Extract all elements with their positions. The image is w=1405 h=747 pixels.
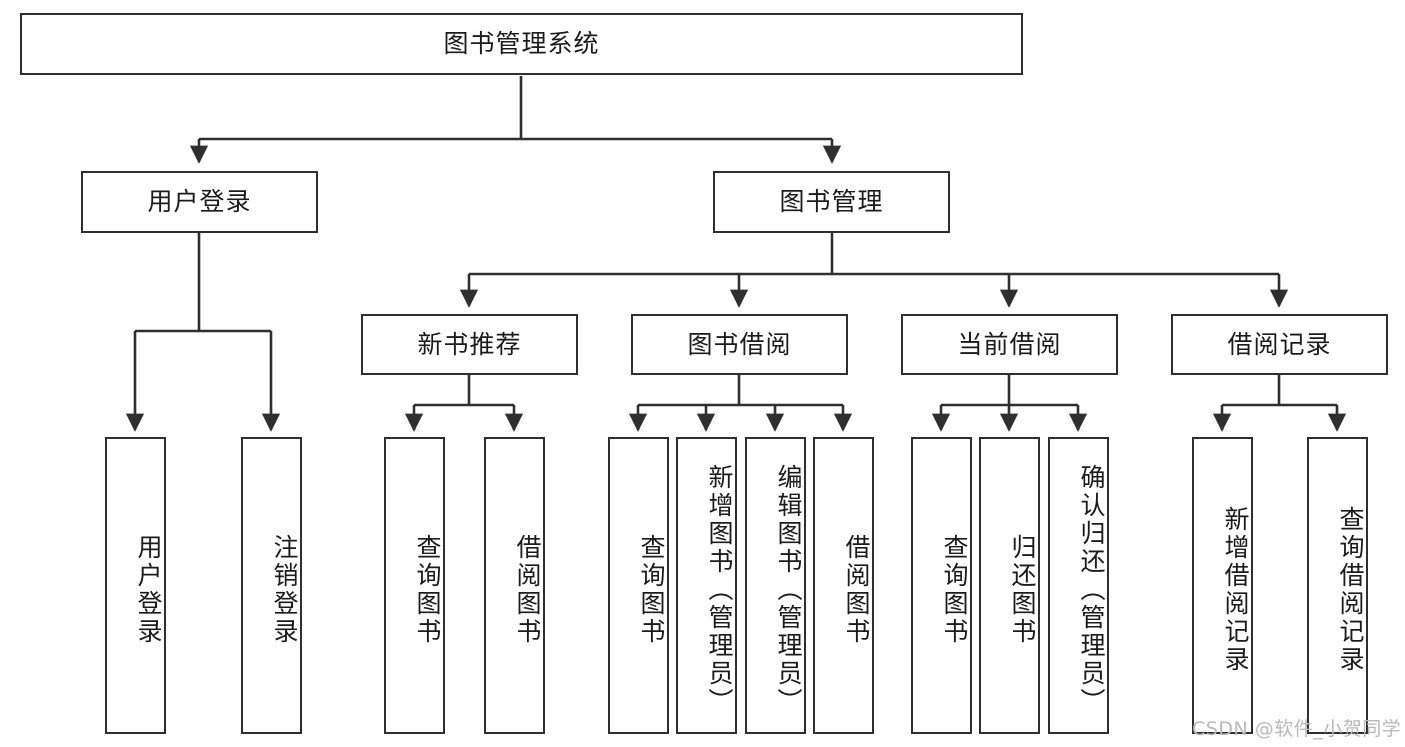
node-leaf-user-login[interactable]: 用户登录	[105, 437, 166, 734]
node-leaf-edit-book[interactable]: 编辑图书（管理员）	[745, 437, 806, 734]
node-user-login[interactable]: 用户登录	[81, 171, 318, 233]
node-leaf-add-record[interactable]: 新增借阅记录	[1192, 437, 1253, 734]
node-leaf-edit-book-label: 编辑图书（管理员）	[774, 463, 803, 716]
node-borrow-record-label: 借阅记录	[1227, 329, 1332, 359]
node-leaf-logout-label: 注销登录	[270, 533, 299, 646]
node-book-borrow[interactable]: 图书借阅	[631, 314, 848, 375]
node-leaf-user-login-label: 用户登录	[134, 533, 163, 646]
node-borrow-record[interactable]: 借阅记录	[1171, 314, 1388, 375]
node-current-borrow-label: 当前借阅	[957, 329, 1062, 359]
node-leaf-query-book-3[interactable]: 查询图书	[911, 437, 972, 734]
node-leaf-add-book-label: 新增图书（管理员）	[705, 463, 734, 716]
node-leaf-add-record-label: 新增借阅记录	[1221, 505, 1250, 674]
node-leaf-borrow-book-1-label: 借阅图书	[513, 533, 542, 646]
node-leaf-return-book[interactable]: 归还图书	[979, 437, 1040, 734]
node-leaf-borrow-book-1[interactable]: 借阅图书	[484, 437, 545, 734]
node-new-book-recommend-label: 新书推荐	[417, 329, 522, 359]
node-new-book-recommend[interactable]: 新书推荐	[361, 314, 578, 375]
node-leaf-borrow-book-2[interactable]: 借阅图书	[813, 437, 874, 734]
node-root-label: 图书管理系统	[443, 29, 600, 59]
node-book-manage-label: 图书管理	[779, 187, 884, 217]
node-leaf-query-book-3-label: 查询图书	[940, 533, 969, 646]
watermark: CSDN @软件_小贺同学	[1192, 718, 1402, 740]
node-root[interactable]: 图书管理系统	[20, 13, 1023, 75]
node-leaf-query-book-1[interactable]: 查询图书	[384, 437, 445, 734]
node-leaf-logout[interactable]: 注销登录	[241, 437, 302, 734]
node-leaf-query-book-2-label: 查询图书	[637, 533, 666, 646]
node-leaf-add-book[interactable]: 新增图书（管理员）	[676, 437, 737, 734]
node-leaf-confirm-return-label: 确认归还（管理员）	[1077, 463, 1106, 716]
node-current-borrow[interactable]: 当前借阅	[901, 314, 1118, 375]
node-book-borrow-label: 图书借阅	[687, 329, 792, 359]
node-leaf-query-record[interactable]: 查询借阅记录	[1307, 437, 1368, 734]
node-leaf-borrow-book-2-label: 借阅图书	[842, 533, 871, 646]
node-leaf-return-book-label: 归还图书	[1008, 533, 1037, 646]
node-book-manage[interactable]: 图书管理	[713, 171, 950, 233]
node-user-login-label: 用户登录	[147, 187, 252, 217]
node-leaf-query-book-2[interactable]: 查询图书	[608, 437, 669, 734]
node-leaf-confirm-return[interactable]: 确认归还（管理员）	[1048, 437, 1109, 734]
node-leaf-query-record-label: 查询借阅记录	[1336, 505, 1365, 674]
node-leaf-query-book-1-label: 查询图书	[413, 533, 442, 646]
